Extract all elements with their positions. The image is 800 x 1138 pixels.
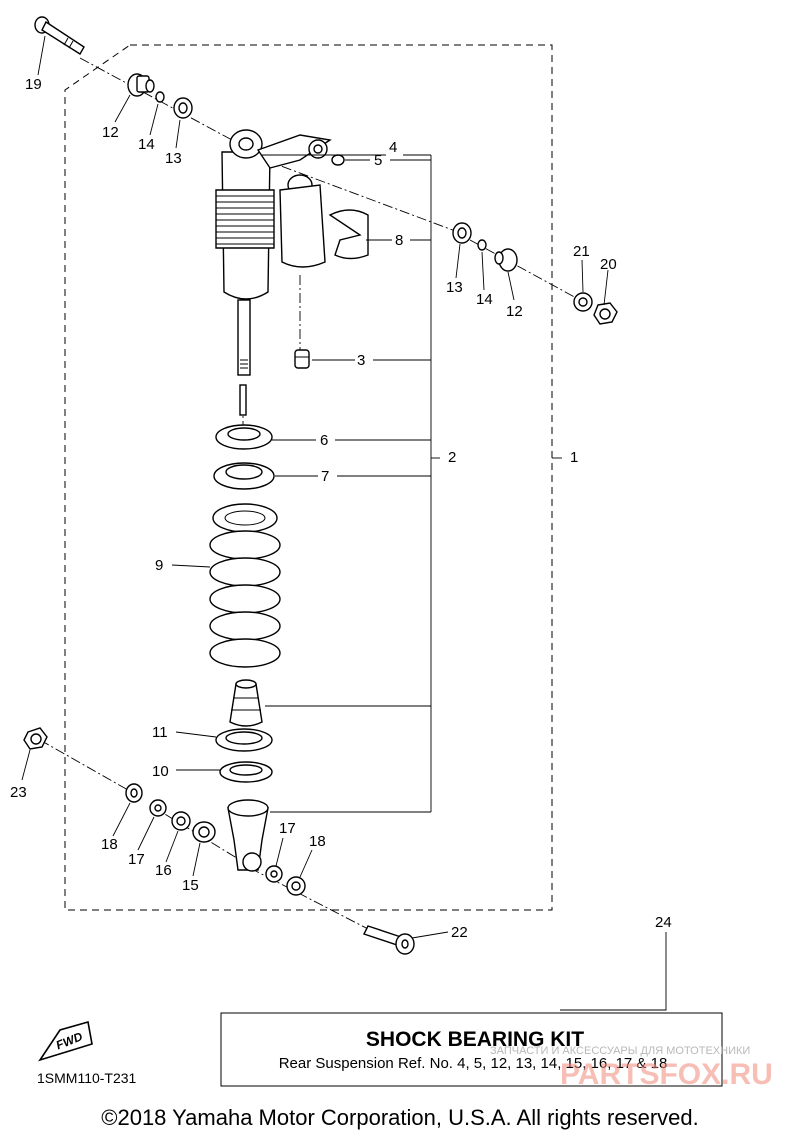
- callout-13-right: 13: [446, 279, 463, 296]
- callout-1: 1: [570, 449, 578, 466]
- copyright-notice: ©2018 Yamaha Motor Corporation, U.S.A. A…: [101, 1105, 698, 1130]
- bearing-15: [192, 821, 216, 843]
- watermark-brand: PARTSFOX.RU: [560, 1058, 773, 1091]
- seal-18-right: [286, 876, 306, 896]
- lower-eye: [227, 799, 269, 872]
- assembly-boundary: [64, 44, 553, 911]
- callout-14-upper: 14: [138, 136, 155, 153]
- bolt-22: [363, 925, 415, 955]
- seal-13-right: [452, 222, 472, 244]
- callout-22: 22: [451, 924, 468, 941]
- collar-16: [171, 811, 191, 831]
- band-8: [328, 209, 369, 260]
- collar-12-right: [494, 248, 518, 272]
- bushing-4: [308, 139, 328, 159]
- callout-6: 6: [320, 432, 328, 449]
- callout-20: 20: [600, 256, 617, 273]
- callout-12-right: 12: [506, 303, 523, 320]
- fwd-arrow-icon: FWD: [38, 1020, 93, 1062]
- callout-11: 11: [152, 724, 168, 741]
- callout-8: 8: [395, 232, 403, 249]
- callout-5: 5: [374, 152, 382, 169]
- oring-14-right: [477, 239, 487, 251]
- callout-17-right: 17: [279, 820, 296, 837]
- leader-lines: [21, 35, 667, 1011]
- seal-18-left: [125, 783, 143, 803]
- subassembly-bracket-2: [265, 155, 562, 813]
- locknut-7: [213, 462, 275, 490]
- callout-21: 21: [573, 243, 590, 260]
- adjuster-6: [215, 424, 273, 450]
- diagram-code: 1SMM110-T231: [37, 1070, 137, 1086]
- kit-title: SHOCK BEARING KIT: [366, 1028, 584, 1051]
- kit-box: SHOCK BEARING KIT Rear Suspension Ref. N…: [220, 1012, 773, 1091]
- nut-20: [593, 302, 618, 325]
- oring-14-upper: [155, 91, 165, 103]
- callout-7: 7: [321, 468, 329, 485]
- bolt-19: [34, 16, 85, 55]
- spring-9: [209, 503, 281, 668]
- callout-16: 16: [155, 862, 172, 879]
- watermark-text: ЗАПЧАСТИ И АКСЕССУАРЫ ДЛЯ МОТОТЕХНИКИ: [490, 1045, 750, 1057]
- callout-10: 10: [152, 763, 169, 780]
- washer-21: [573, 292, 593, 312]
- callout-17-left: 17: [128, 851, 145, 868]
- stopper-10: [219, 761, 273, 783]
- collar-12-upper: [127, 73, 155, 97]
- plate-11: [215, 728, 273, 752]
- valve-3: [294, 349, 310, 369]
- callout-24: 24: [655, 914, 672, 931]
- shock-absorber-body: [215, 129, 332, 376]
- callout-14-right: 14: [476, 291, 493, 308]
- callout-18-right: 18: [309, 833, 326, 850]
- callout-3: 3: [357, 352, 365, 369]
- nut-23: [23, 727, 48, 750]
- callout-13-upper: 13: [165, 150, 182, 167]
- callout-12-upper: 12: [102, 124, 119, 141]
- seal-13-upper: [173, 97, 193, 119]
- seal-5: [331, 154, 345, 166]
- reservoir-tank: [279, 184, 326, 268]
- callout-18-left: 18: [101, 836, 118, 853]
- callout-19: 19: [25, 76, 42, 93]
- bump-rubber: [229, 679, 263, 727]
- rod-pin: [239, 384, 247, 416]
- collar-17-right: [265, 865, 283, 883]
- callout-23: 23: [10, 784, 27, 801]
- callout-15: 15: [182, 877, 199, 894]
- kit-subtitle: Rear Suspension Ref. No. 4, 5, 12, 13, 1…: [279, 1055, 668, 1072]
- callout-4: 4: [389, 139, 397, 156]
- callout-9: 9: [155, 557, 163, 574]
- callout-labels: 1 2 3 4 5 6 7 8 9 10 11 12 12 13 13 14 1…: [10, 76, 672, 941]
- collar-17-left: [149, 799, 167, 817]
- callout-2: 2: [448, 449, 456, 466]
